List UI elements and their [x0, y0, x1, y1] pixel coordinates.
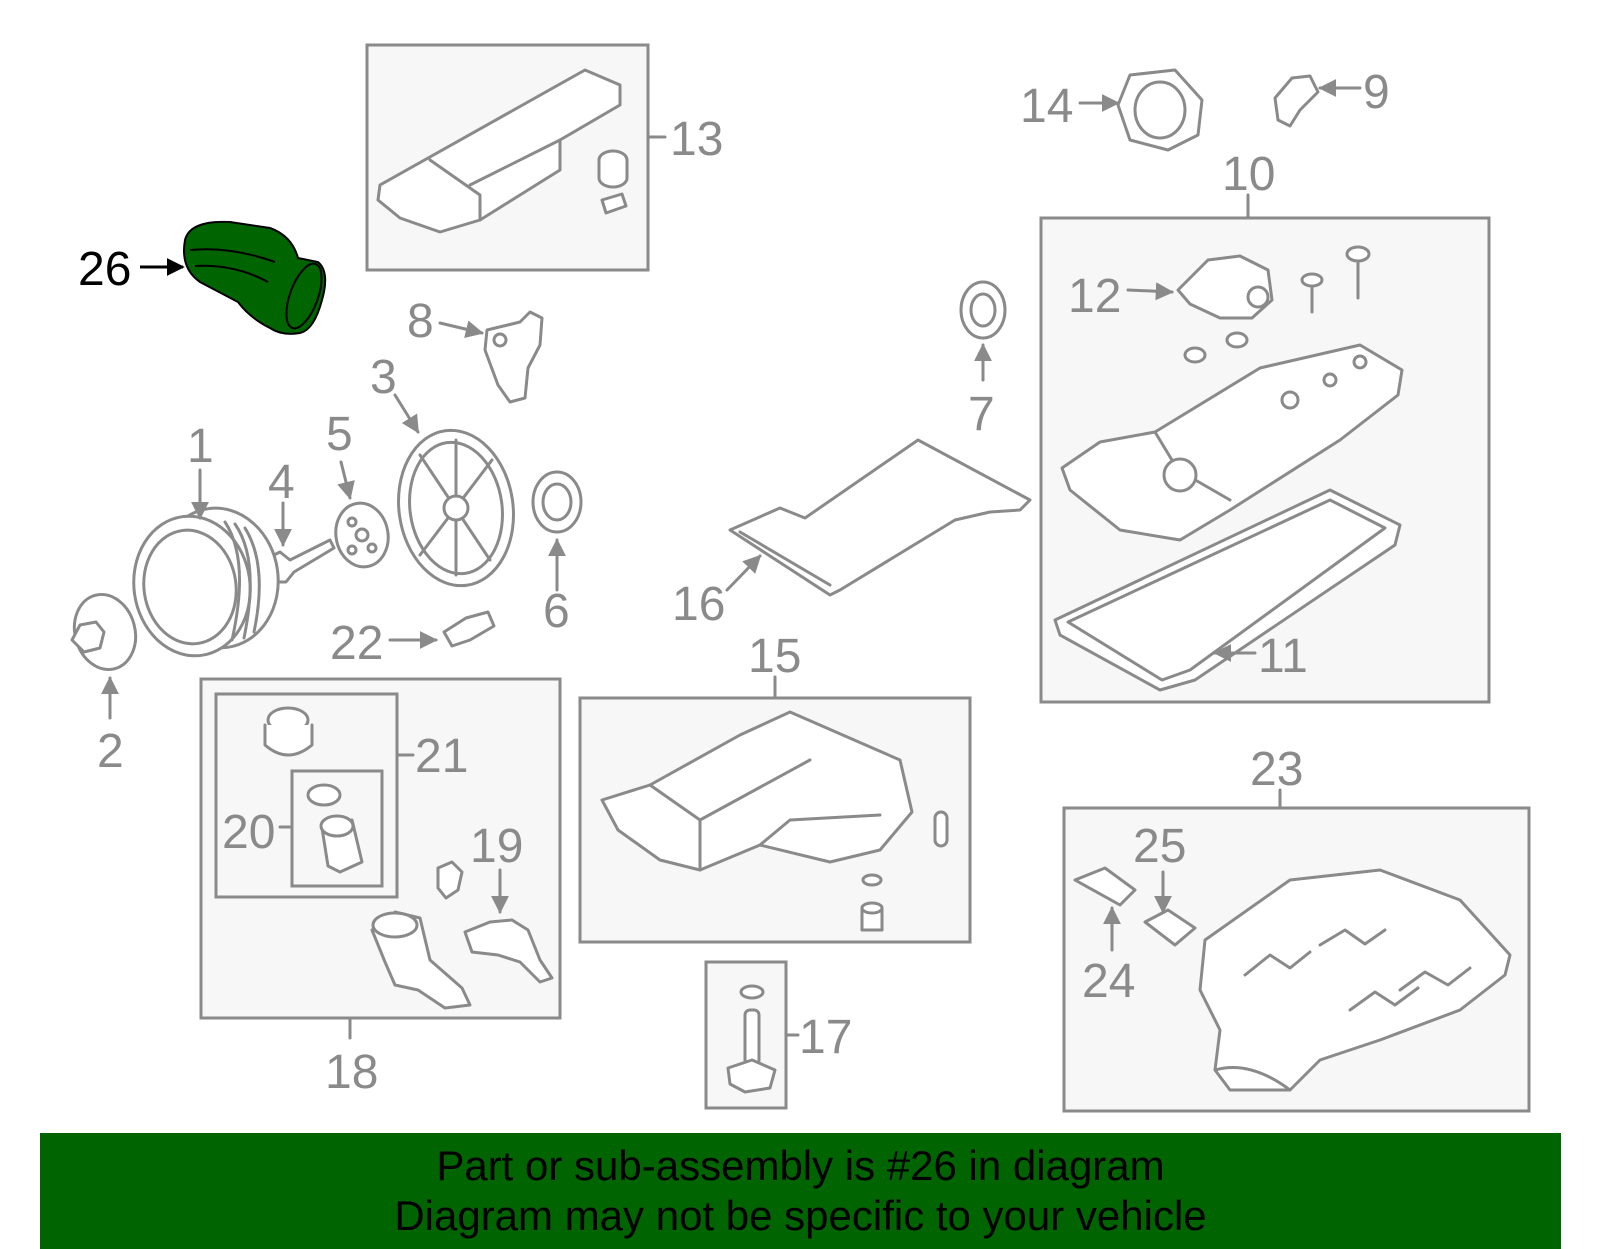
- part-2-group[interactable]: 2: [66, 588, 144, 778]
- callout-7[interactable]: 7: [968, 388, 995, 441]
- callout-12[interactable]: 12: [1068, 270, 1121, 323]
- part-7-group[interactable]: 7: [959, 280, 1007, 441]
- callout-10[interactable]: 10: [1222, 148, 1275, 201]
- part-21-box: [214, 692, 399, 899]
- callout-9[interactable]: 9: [1363, 66, 1390, 119]
- callout-20[interactable]: 20: [222, 806, 275, 859]
- part-3-group[interactable]: 3: [370, 351, 523, 593]
- callout-15[interactable]: 15: [748, 630, 801, 683]
- callout-14[interactable]: 14: [1020, 80, 1073, 133]
- part-26-highlighted[interactable]: 26: [78, 220, 329, 335]
- part-8-group[interactable]: 8: [407, 295, 544, 404]
- footer-banner: Part or sub-assembly is #26 in diagram D…: [40, 1133, 1561, 1249]
- callout-19[interactable]: 19: [470, 820, 523, 873]
- callout-8[interactable]: 8: [407, 295, 434, 348]
- part-1-group[interactable]: 1: [125, 420, 287, 663]
- callout-4[interactable]: 4: [268, 456, 295, 509]
- callout-2[interactable]: 2: [97, 725, 124, 778]
- callout-6[interactable]: 6: [543, 585, 570, 638]
- footer-line-2: Diagram may not be specific to your vehi…: [394, 1192, 1207, 1239]
- footer-line-1: Part or sub-assembly is #26 in diagram: [436, 1142, 1165, 1189]
- part-14-group[interactable]: 14: [1020, 68, 1204, 152]
- part-17-group[interactable]: 17: [704, 960, 852, 1110]
- part-13-group[interactable]: 13: [365, 43, 723, 272]
- part-22-group[interactable]: 22: [330, 610, 496, 670]
- part-15-group[interactable]: 15: [578, 630, 972, 944]
- callout-18[interactable]: 18: [325, 1046, 378, 1099]
- callout-23[interactable]: 23: [1250, 743, 1303, 796]
- callout-21[interactable]: 21: [415, 730, 468, 783]
- part-6-group[interactable]: 6: [531, 470, 583, 638]
- part-23-group[interactable]: 23 24 25: [1062, 743, 1531, 1113]
- callout-11[interactable]: 11: [1258, 630, 1308, 683]
- part-5-group[interactable]: 5: [326, 408, 393, 571]
- callout-24[interactable]: 24: [1082, 955, 1135, 1008]
- callout-13[interactable]: 13: [670, 113, 723, 166]
- part-9-group[interactable]: 9: [1273, 66, 1390, 128]
- callout-5[interactable]: 5: [326, 408, 353, 461]
- callout-16[interactable]: 16: [672, 578, 725, 631]
- callout-25[interactable]: 25: [1133, 820, 1186, 873]
- callout-26[interactable]: 26: [78, 243, 131, 296]
- callout-22[interactable]: 22: [330, 617, 383, 670]
- callout-1[interactable]: 1: [187, 420, 214, 473]
- part-16-group[interactable]: 16: [672, 438, 1032, 631]
- part-10-group[interactable]: 10 12 11: [1039, 148, 1491, 704]
- callout-17[interactable]: 17: [799, 1011, 852, 1064]
- callout-3[interactable]: 3: [370, 351, 397, 404]
- part-18-group[interactable]: 18 21 20 19: [199, 677, 562, 1099]
